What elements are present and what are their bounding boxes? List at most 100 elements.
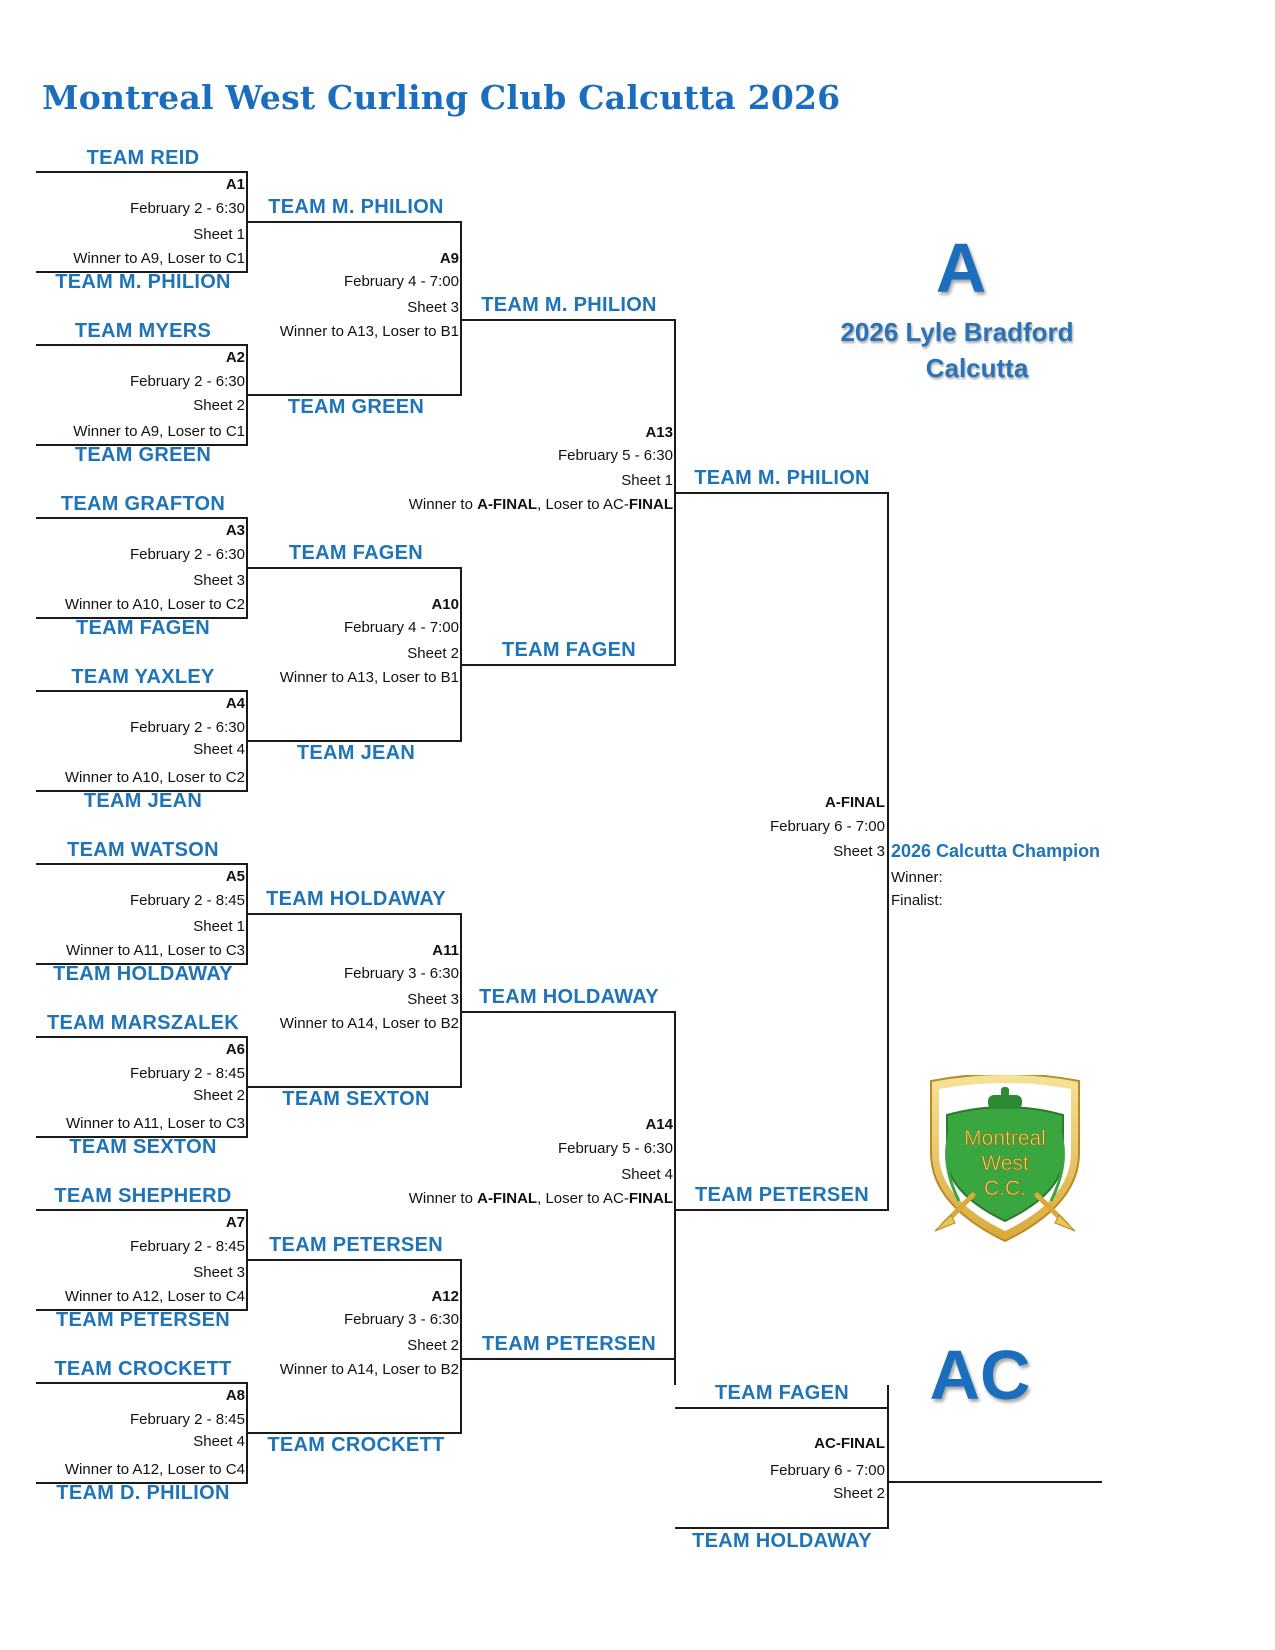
game-route: Winner to A10, Loser to C2 [64,596,245,613]
team-label: TEAM SEXTON [69,1136,217,1158]
game-code: A6 [225,1041,245,1058]
team-label: TEAM FAGEN [714,1382,850,1404]
trophy-title-line2: Calcutta [925,353,1029,383]
game-sheet: Sheet 2 [193,397,245,414]
team-label: TEAM MARSZALEK [47,1012,239,1034]
team-label: TEAM YAXLEY [71,666,215,688]
team-label: TEAM GRAFTON [60,493,226,515]
game-sheet: Sheet 1 [621,472,673,489]
game-sheet: Sheet 2 [193,1087,245,1104]
game-date: February 5 - 6:30 [557,447,673,464]
game-date: February 6 - 7:00 [769,818,885,835]
club-crest-logo: Montreal West C.C. [930,1075,1080,1243]
team-label: TEAM PETERSEN [482,1333,656,1355]
team-label: TEAM HOLDAWAY [266,888,446,910]
game-code: A3 [225,522,245,539]
team-label: TEAM PETERSEN [269,1234,443,1256]
game-code: A7 [225,1214,245,1231]
game-date: February 2 - 8:45 [129,1411,245,1428]
game-code: A1 [225,176,245,193]
division-a-heading: A [935,229,987,307]
game-sheet: Sheet 3 [193,572,245,589]
game-sheet: Sheet 4 [193,1433,245,1450]
logo-text-line1: Montreal [964,1127,1046,1150]
game-date: February 2 - 6:30 [129,200,245,217]
game-code: A5 [225,868,245,885]
game-date: February 2 - 8:45 [129,1238,245,1255]
game-route: Winner to A12, Loser to C4 [64,1288,245,1305]
logo-text-line3: C.C. [984,1177,1026,1200]
game-sheet: Sheet 4 [621,1166,673,1183]
team-label: TEAM FAGEN [75,617,211,639]
team-label: TEAM JEAN [296,742,416,764]
game-sheet: Sheet 3 [833,843,885,860]
game-route: Winner to A13, Loser to B1 [279,669,459,686]
game-sheet: Sheet 4 [193,741,245,758]
game-code: A11 [432,942,459,959]
winner-label: Winner: [891,869,943,886]
team-label: TEAM WATSON [67,839,219,861]
team-label: TEAM M. PHILION [481,294,657,316]
game-sheet: Sheet 1 [193,918,245,935]
game-route: Winner to A11, Loser to C3 [66,942,245,959]
game-date: February 2 - 6:30 [129,719,245,736]
game-date: February 2 - 6:30 [129,546,245,563]
game-date: February 4 - 7:00 [343,619,459,636]
team-label: TEAM SEXTON [282,1088,430,1110]
game-sheet: Sheet 3 [193,1264,245,1281]
game-date: February 2 - 6:30 [129,373,245,390]
team-label: TEAM SHEPHERD [54,1185,232,1207]
game-sheet: Sheet 2 [833,1485,885,1502]
game-route: Winner to A14, Loser to B2 [279,1015,459,1032]
game-date: February 6 - 7:00 [769,1462,885,1479]
game-sheet: Sheet 2 [407,1337,459,1354]
game-code: A14 [645,1116,673,1133]
team-label: TEAM FAGEN [288,542,424,564]
game-date: February 2 - 8:45 [129,1065,245,1082]
champion-label: 2026 Calcutta Champion [891,841,1101,861]
game-code: AC-FINAL [814,1435,885,1452]
game-sheet: Sheet 3 [407,299,459,316]
game-date: February 3 - 6:30 [343,965,459,982]
game-code: A12 [431,1288,459,1305]
trophy-title-line1: 2026 Lyle Bradford [840,317,1074,347]
team-label: TEAM CROCKETT [54,1358,232,1380]
game-code: A-FINAL [825,794,885,811]
team-label: TEAM M. PHILION [694,467,870,489]
team-label: TEAM M. PHILION [268,196,444,218]
team-label: TEAM REID [86,147,200,169]
game-code: A10 [431,596,459,613]
game-route: Winner to A13, Loser to B1 [279,323,459,340]
game-sheet: Sheet 1 [193,226,245,243]
page-title: Montreal West Curling Club Calcutta 2026 [42,78,841,117]
team-label: TEAM D. PHILION [56,1482,230,1504]
team-label: TEAM PETERSEN [695,1184,869,1206]
game-route: Winner to A12, Loser to C4 [64,1461,245,1478]
game-code: A9 [439,250,459,267]
team-label: TEAM MYERS [74,320,212,342]
finalist-label: Finalist: [891,892,943,909]
game-code: A8 [225,1387,245,1404]
game-code: A13 [645,424,673,441]
team-label: TEAM M. PHILION [55,271,231,293]
game-route: Winner to A-FINAL, Loser to AC-FINAL [408,496,673,513]
game-route: Winner to A11, Loser to C3 [66,1115,245,1132]
team-label: TEAM GREEN [74,444,212,466]
game-route: Winner to A-FINAL, Loser to AC-FINAL [408,1190,673,1207]
game-date: February 4 - 7:00 [343,273,459,290]
team-label: TEAM CROCKETT [267,1434,445,1456]
game-route: Winner to A9, Loser to C1 [73,250,245,267]
game-date: February 5 - 6:30 [557,1140,673,1157]
team-label: TEAM HOLDAWAY [479,986,659,1008]
game-date: February 2 - 8:45 [129,892,245,909]
game-sheet: Sheet 2 [407,645,459,662]
game-code: A4 [225,695,245,712]
logo-text-line2: West [981,1152,1029,1175]
team-label: TEAM PETERSEN [56,1309,230,1331]
division-ac-heading: AC [929,1336,1031,1414]
team-label: TEAM FAGEN [501,639,637,661]
game-route: Winner to A14, Loser to B2 [279,1361,459,1378]
team-label: TEAM GREEN [287,396,425,418]
